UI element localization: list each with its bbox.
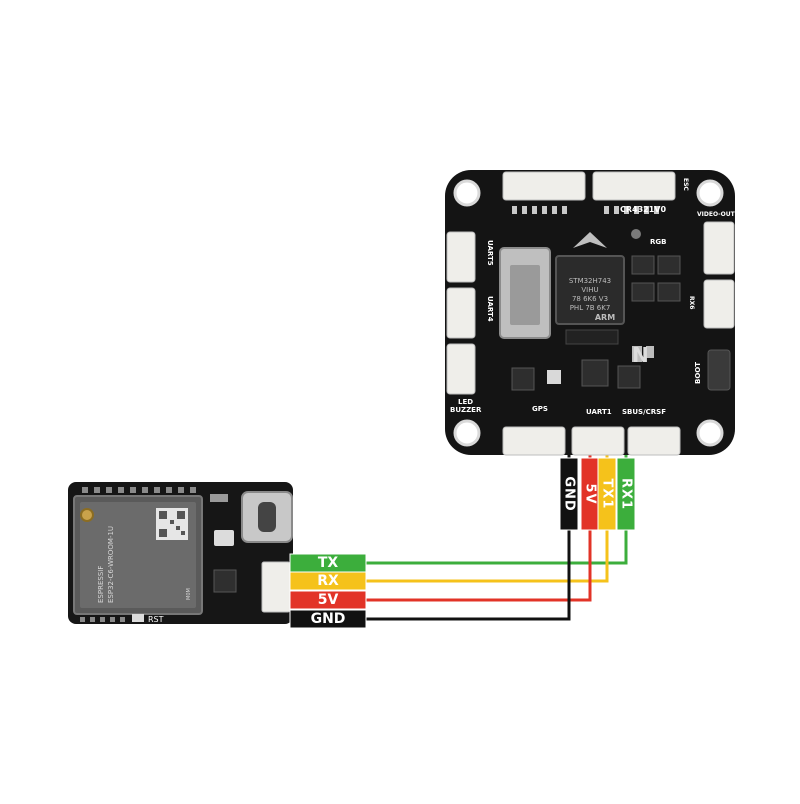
connector-uart4 [446, 287, 476, 339]
esp-pin-rx-label: RX [317, 573, 339, 589]
connector-top-esc [592, 171, 676, 201]
connector-uart1 [571, 426, 625, 456]
esp-pin-gnd: GND [289, 609, 367, 629]
esp-brand: ESPRESSIF [97, 566, 105, 603]
connector-led-buzzer [446, 343, 476, 395]
fc-pin-5v-label: 5V [583, 483, 598, 504]
esp-pin-tx-label: TX [318, 555, 339, 571]
chip-line-1: STM32H743 [569, 277, 611, 285]
board-n-logo: N [632, 343, 649, 367]
fc-pin-rx1: RX1 [616, 457, 636, 531]
chip-line-2: VIHU [581, 286, 598, 294]
sd-card-inner [510, 265, 540, 325]
connector-gps [502, 426, 566, 456]
mount-hole-tl [453, 179, 481, 207]
esp-header-connector [261, 561, 291, 613]
label-esc: ESC [682, 178, 689, 191]
qr-code-pattern [159, 511, 185, 537]
usb-c-port [258, 502, 276, 532]
esp-pin-tx: TX [289, 553, 367, 573]
esp-pin-tags: TX RX 5V GND [289, 553, 367, 629]
connector-top-1 [502, 171, 586, 201]
fc-pin-tx1-label: TX1 [600, 479, 615, 510]
esp-rst-button [132, 614, 144, 622]
esp-button-boot [214, 530, 234, 546]
fc-header-pads [512, 206, 659, 214]
connector-uart5 [446, 231, 476, 283]
connector-video-out [703, 221, 735, 275]
label-video-out: VIDEO-OUT [697, 211, 736, 218]
flight-controller-board: STM32H743 VIHU 78 6K6 V3 PHL 7B 6K7 ARM … [445, 170, 736, 456]
esp-bottom-pads [80, 617, 125, 622]
fc-pin-rx1-label: RX1 [619, 478, 634, 510]
label-rx6: RX6 [688, 296, 695, 309]
brand-logo-icon [573, 232, 607, 248]
fc-pin-tx1: TX1 [597, 457, 617, 531]
esp-rst-label: RST [148, 615, 164, 624]
label-boot: BOOT [694, 362, 702, 384]
esp-pin-5v: 5V [289, 590, 367, 610]
esp-side-label: M0M [186, 588, 192, 600]
esp-pin-rx: RX [289, 571, 367, 591]
fc-pin-5v: 5V [580, 457, 600, 531]
mount-hole-tr [696, 179, 724, 207]
fc-pin-gnd-label: GND [562, 476, 577, 511]
mcu-chip [555, 255, 625, 325]
label-uart5: UART5 [486, 240, 494, 266]
esp-top-pads [82, 487, 196, 493]
chip-line-4: PHL 7B 6K7 [570, 304, 611, 312]
chip-line-3: 78 6K6 V3 [572, 295, 608, 303]
mount-hole-bl [453, 419, 481, 447]
connector-sbus [627, 426, 681, 456]
esp-pin-5v-label: 5V [318, 592, 339, 608]
label-rgb: RGB [650, 238, 666, 246]
esp-component-2 [213, 569, 237, 593]
fc-mounting-holes [453, 179, 724, 447]
connector-rx6 [703, 279, 735, 329]
wire-gnd [366, 530, 571, 621]
wire-5v [366, 530, 592, 602]
label-model: CR4321V0 [620, 205, 666, 214]
fc-components [511, 229, 731, 391]
esp-component-1 [210, 494, 228, 502]
esp32-board: ESPRESSIF ESP32-C6-WROOM-1U M0M RST [68, 482, 293, 624]
label-gps: GPS [532, 405, 548, 413]
label-uart4: UART4 [486, 296, 494, 322]
esp-module-name: ESP32-C6-WROOM-1U [107, 526, 115, 603]
label-led: LED [458, 398, 473, 406]
esp-pin-gnd-label: GND [311, 611, 346, 627]
fc-pin-gnd: GND [559, 457, 579, 531]
wire-rx-tx1 [366, 530, 609, 583]
label-sbus: SBUS/CRSF [622, 408, 666, 416]
fc-pin-tags: GND 5V TX1 RX1 [559, 457, 636, 531]
chip-arm-logo: ARM [595, 313, 615, 322]
wire-tx-rx1 [366, 530, 628, 565]
label-buzzer: BUZZER [450, 406, 482, 414]
label-uart1: UART1 [586, 408, 612, 416]
mount-hole-br [696, 419, 724, 447]
antenna-connector-icon [80, 508, 94, 522]
